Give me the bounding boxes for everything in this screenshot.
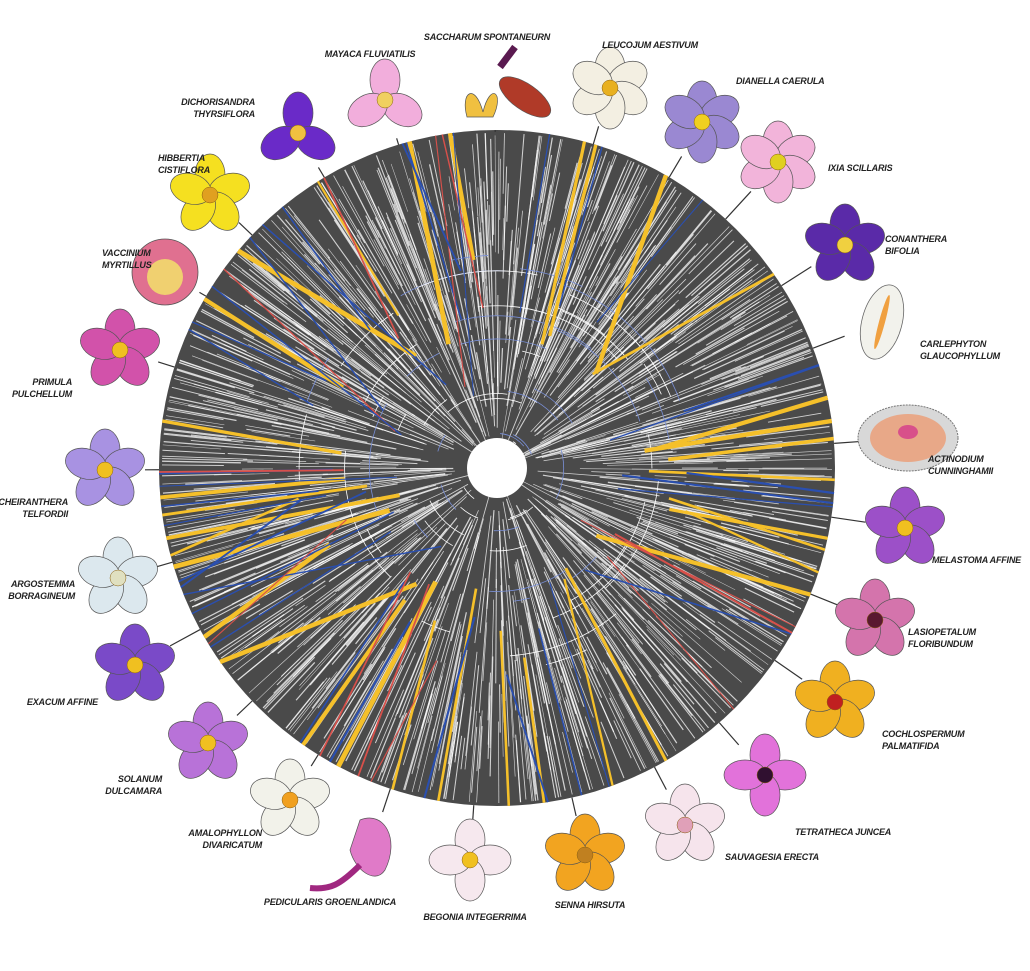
species-label: AMALOPHYLLON <box>187 828 262 838</box>
species-label: CUNNINGHAMII <box>928 466 994 476</box>
flower-illustration <box>131 238 199 306</box>
circular-phylogenetic-tree <box>159 130 835 806</box>
flower-illustration <box>859 284 905 360</box>
species-label: PEDICULARIS GROENLANDICA <box>264 897 396 907</box>
species-label: BORRAGINEUM <box>8 591 76 601</box>
flower-illustration <box>80 308 160 386</box>
flower-illustration <box>857 404 959 472</box>
flower-illustration <box>795 660 875 738</box>
flower-illustration <box>170 153 250 231</box>
species-label: ARGOSTEMMA <box>10 579 75 589</box>
connector-line <box>472 805 475 821</box>
species-label: SOLANUM <box>118 774 163 784</box>
flower-illustration <box>168 701 248 779</box>
connector-line <box>831 516 866 523</box>
connector-line <box>236 700 253 716</box>
flower-illustration <box>309 817 392 892</box>
connector-line <box>310 754 319 767</box>
species-label: BEGONIA INTEGERRIMA <box>423 912 526 922</box>
flower-illustration <box>835 578 915 656</box>
flower-illustrations <box>65 44 959 902</box>
species-label: DIVARICATUM <box>203 840 263 850</box>
species-label: CONANTHERA <box>885 234 947 244</box>
species-label: SENNA HIRSUTA <box>555 900 625 910</box>
species-label: IXIA SCILLARIS <box>828 163 893 173</box>
flower-illustration <box>645 783 725 861</box>
flower-illustration <box>95 623 175 701</box>
species-label: DICHORISANDRA <box>181 97 255 107</box>
flower-illustration <box>464 44 552 118</box>
species-label: CARLEPHYTON <box>920 339 987 349</box>
species-label: VACCINIUM <box>102 248 151 258</box>
connector-line <box>238 222 253 236</box>
flower-illustration <box>347 58 423 128</box>
species-label: SAUVAGESIA ERECTA <box>725 852 819 862</box>
connector-line <box>382 788 391 813</box>
connector-line <box>592 126 600 145</box>
species-label: CISTIFLORA <box>158 165 210 175</box>
tree-root <box>467 438 527 498</box>
flower-illustration <box>664 80 740 164</box>
flower-illustration <box>260 91 336 161</box>
species-label: SACCHARUM SPONTANEURN <box>424 32 551 42</box>
species-label: MYRTILLUS <box>102 260 152 270</box>
flower-illustration <box>572 46 648 130</box>
connector-line <box>810 593 839 606</box>
connector-line <box>396 138 400 145</box>
flower-illustration <box>740 120 816 204</box>
species-label: BIFOLIA <box>885 246 920 256</box>
species-label: MELASTOMA AFFINE <box>932 555 1022 565</box>
species-label: THYRSIFLORA <box>193 109 255 119</box>
species-label: PULCHELLUM <box>12 389 73 399</box>
species-label: COCHLOSPERMUM <box>882 729 965 739</box>
connector-line <box>169 629 201 647</box>
species-label: PRIMULA <box>32 377 72 387</box>
species-label: CHEIRANTHERA <box>0 497 68 507</box>
flower-illustration <box>250 758 330 836</box>
species-label: TELFORDII <box>22 509 68 519</box>
flower-illustration <box>545 813 625 891</box>
connector-line <box>812 335 845 349</box>
connector-line <box>653 766 667 790</box>
species-label: PALMATIFIDA <box>882 741 939 751</box>
connector-line <box>156 561 173 568</box>
species-label: LEUCOJUM AESTIVUM <box>602 40 698 50</box>
species-labels: MAYACA FLUVIATILIS SACCHARUM SPONTANEURN L… <box>0 32 1022 922</box>
species-label: ACTINODIUM <box>927 454 984 464</box>
species-label: EXACUM AFFINE <box>27 697 99 707</box>
species-label: GLAUCOPHYLLUM <box>920 351 1001 361</box>
highlighted-clades <box>159 132 835 806</box>
species-label: DULCAMARA <box>105 786 162 796</box>
species-label: TETRATHECA JUNCEA <box>795 827 891 837</box>
connector-line <box>725 191 752 220</box>
species-label: MAYACA FLUVIATILIS <box>325 49 416 59</box>
species-label: LASIOPETALUM <box>908 627 977 637</box>
flower-illustration <box>65 428 145 506</box>
flower-illustration <box>78 536 158 614</box>
connector-line <box>317 167 325 178</box>
connector-line <box>774 659 803 680</box>
connector-line <box>668 156 683 178</box>
connector-line <box>571 797 577 817</box>
flower-illustration <box>428 818 512 902</box>
species-label: DIANELLA CAERULA <box>736 76 824 86</box>
flower-illustration <box>723 733 807 817</box>
flower-illustration <box>865 486 945 564</box>
connector-line <box>157 361 175 368</box>
connector-line <box>718 722 740 746</box>
flower-illustration <box>805 203 885 281</box>
species-label: FLORIBUNDUM <box>908 639 973 649</box>
connector-line <box>199 291 207 297</box>
connector-line <box>781 266 812 287</box>
species-label: HIBBERTIA <box>158 153 205 163</box>
